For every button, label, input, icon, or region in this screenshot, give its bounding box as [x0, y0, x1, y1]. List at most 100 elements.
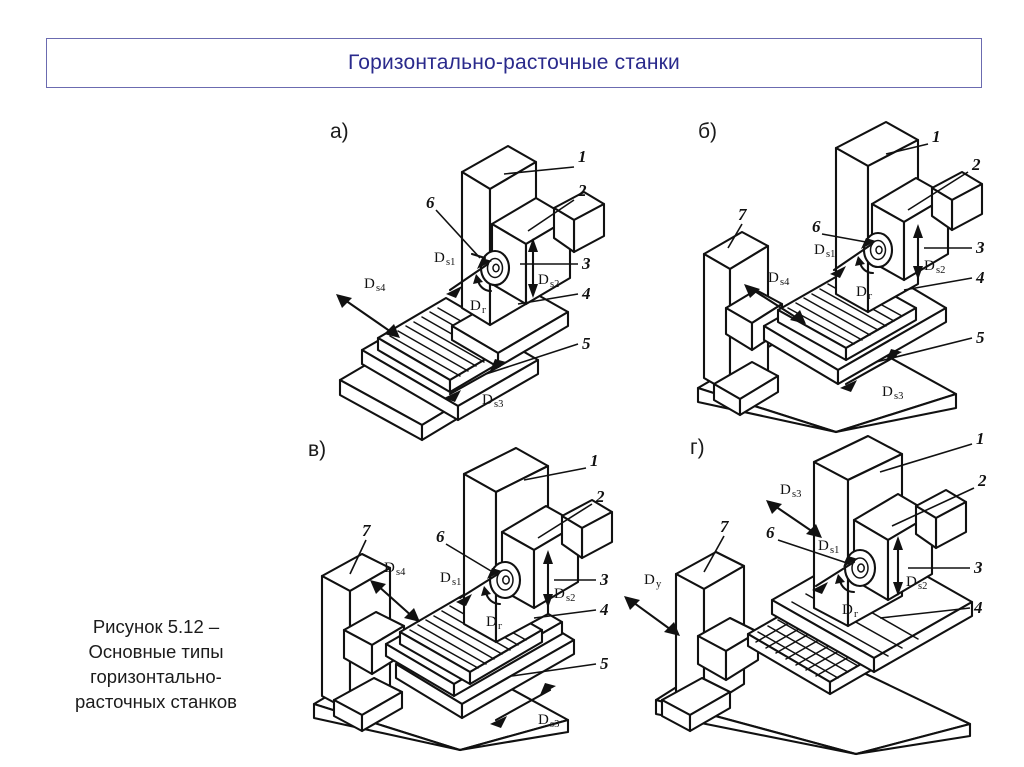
headstock-arm-c: [560, 498, 614, 560]
figure-caption: Рисунок 5.12 – Основные типы горизонталь…: [28, 614, 284, 714]
callout-1-b: 1: [932, 127, 941, 146]
callout-2-b: 2: [971, 155, 981, 174]
callout-5-a: 5: [582, 334, 591, 353]
label-ds2-sub-c: s2: [566, 593, 575, 604]
figure-d-marker: г): [690, 436, 705, 459]
label-ds2-a: D: [538, 272, 549, 288]
label-ds3-b: D: [882, 384, 893, 400]
label-ds1-c: D: [440, 570, 451, 586]
spindle-assembly-b: [862, 231, 894, 269]
motion-labels-a: D s1 D s2 D s3 D s4 D г: [364, 250, 559, 410]
callout-4-d: 4: [973, 598, 983, 617]
figure-d-drawing: 1 2 3 4 6 7 D s1 D s2 D s3 D: [624, 429, 987, 756]
figure-b-drawing: 1 2 3 4 5 6 7 D s1 D s2 D: [696, 120, 985, 434]
label-ds2-sub-b: s2: [936, 265, 945, 276]
motion-labels-d: D s1 D s2 D s3 D у D г: [644, 482, 927, 620]
caption-line-2: Основные типы: [88, 641, 224, 662]
figure-b: б): [690, 112, 1010, 434]
callout-6-b: 6: [812, 217, 821, 236]
spindle-assembly-d: [843, 548, 877, 588]
label-dg-sub-c: г: [498, 621, 503, 632]
callout-7-b: 7: [738, 205, 748, 224]
label-ds1-sub-c: s1: [452, 577, 461, 588]
spindle-assembly-a: [470, 249, 511, 287]
callouts-d: 1 2 3 4 6 7: [703, 429, 987, 619]
callout-2-c: 2: [595, 487, 605, 506]
label-ds3-sub-c: s3: [550, 719, 559, 730]
label-ds2-sub-a: s2: [550, 279, 559, 290]
motion-arrow-ds2-b: [913, 224, 923, 280]
label-ds2-sub-d: s2: [918, 581, 927, 592]
motion-arrow-ds2-c: [543, 550, 553, 608]
motion-arrow-dy-d: [624, 596, 680, 636]
callout-3-c: 3: [599, 570, 609, 589]
callout-1-c: 1: [590, 451, 599, 470]
label-dy-sub-d: у: [656, 579, 662, 590]
callouts-c: 1 2 3 4 5 6 7: [349, 451, 609, 677]
figure-a-marker: а): [330, 120, 349, 143]
rotation-arrow-a: [473, 274, 493, 293]
callout-3-d: 3: [973, 558, 983, 577]
figure-c-marker: в): [308, 438, 327, 461]
caption-line-4: расточных станков: [75, 691, 237, 712]
callout-3-b: 3: [975, 238, 985, 257]
label-ds4-a: D: [364, 276, 375, 292]
label-ds4-sub-c: s4: [396, 567, 406, 578]
label-dg-c: D: [486, 614, 497, 630]
label-dy-d: D: [644, 572, 655, 588]
label-ds1-sub-b: s1: [826, 249, 835, 260]
label-ds2-c: D: [554, 586, 565, 602]
label-dg-sub-b: г: [868, 291, 873, 302]
figure-c-drawing: 1 2 3 4 5 6 7 D s1 D s2 D: [312, 446, 614, 752]
label-dg-b: D: [856, 284, 867, 300]
figure-a: а): [322, 112, 622, 442]
callout-4-b: 4: [975, 268, 985, 287]
callout-6-a: 6: [426, 193, 435, 212]
label-ds3-c: D: [538, 712, 549, 728]
rotation-arrow-b: [855, 256, 875, 275]
callout-5-b: 5: [976, 328, 985, 347]
figure-a-drawing: 1 2 3 4 5 6 D s1 D s2 D s3 D: [336, 144, 606, 442]
figure-c: в): [300, 432, 630, 752]
label-ds1-b: D: [814, 242, 825, 258]
callout-7-d: 7: [720, 517, 730, 536]
label-ds3-a: D: [482, 392, 493, 408]
callout-4-a: 4: [581, 284, 591, 303]
headstock-arm-d: [914, 488, 968, 550]
headstock-arm-a: [552, 190, 606, 254]
label-ds4-sub-b: s4: [780, 277, 790, 288]
label-ds2-d: D: [906, 574, 917, 590]
label-ds4-sub-a: s4: [376, 283, 386, 294]
figure-d: г): [620, 429, 1020, 757]
motion-labels-c: D s1 D s2 D s3 D s4 D г: [384, 560, 575, 730]
motion-arrow-ds1-d: [812, 556, 858, 594]
motion-arrow-ds3-d: [766, 500, 822, 538]
label-ds3-d: D: [780, 482, 791, 498]
callout-5-c: 5: [600, 654, 609, 673]
motion-arrow-ds2-d: [893, 536, 903, 596]
callout-2-d: 2: [977, 471, 987, 490]
motion-arrow-ds2-a: [528, 238, 538, 298]
label-ds3-sub-b: s3: [894, 391, 903, 402]
motion-arrow-ds4-a: [336, 294, 400, 338]
callout-2-a: 2: [577, 181, 587, 200]
label-ds1-sub-a: s1: [446, 257, 455, 268]
label-dg-d: D: [842, 602, 853, 618]
callout-7-c: 7: [362, 521, 372, 540]
callout-6-c: 6: [436, 527, 445, 546]
spindle-assembly-c: [488, 560, 522, 600]
motion-labels-b: D s1 D s2 D s3 D s4 D г: [768, 242, 945, 402]
label-ds4-b: D: [768, 270, 779, 286]
rotation-arrow-c: [481, 586, 502, 606]
motion-arrow-ds1-b: [830, 238, 876, 278]
slide-title-box: Горизонтально-расточные станки: [46, 38, 982, 88]
callouts-b: 1 2 3 4 5 6 7: [727, 127, 985, 363]
callout-6-d: 6: [766, 523, 775, 542]
callout-3-a: 3: [581, 254, 591, 273]
label-ds1-d: D: [818, 538, 829, 554]
label-ds3-sub-a: s3: [494, 399, 503, 410]
label-dg-sub-a: г: [482, 305, 487, 316]
motion-arrow-ds4-b: [744, 284, 806, 324]
motion-arrow-ds4-c: [370, 580, 420, 622]
